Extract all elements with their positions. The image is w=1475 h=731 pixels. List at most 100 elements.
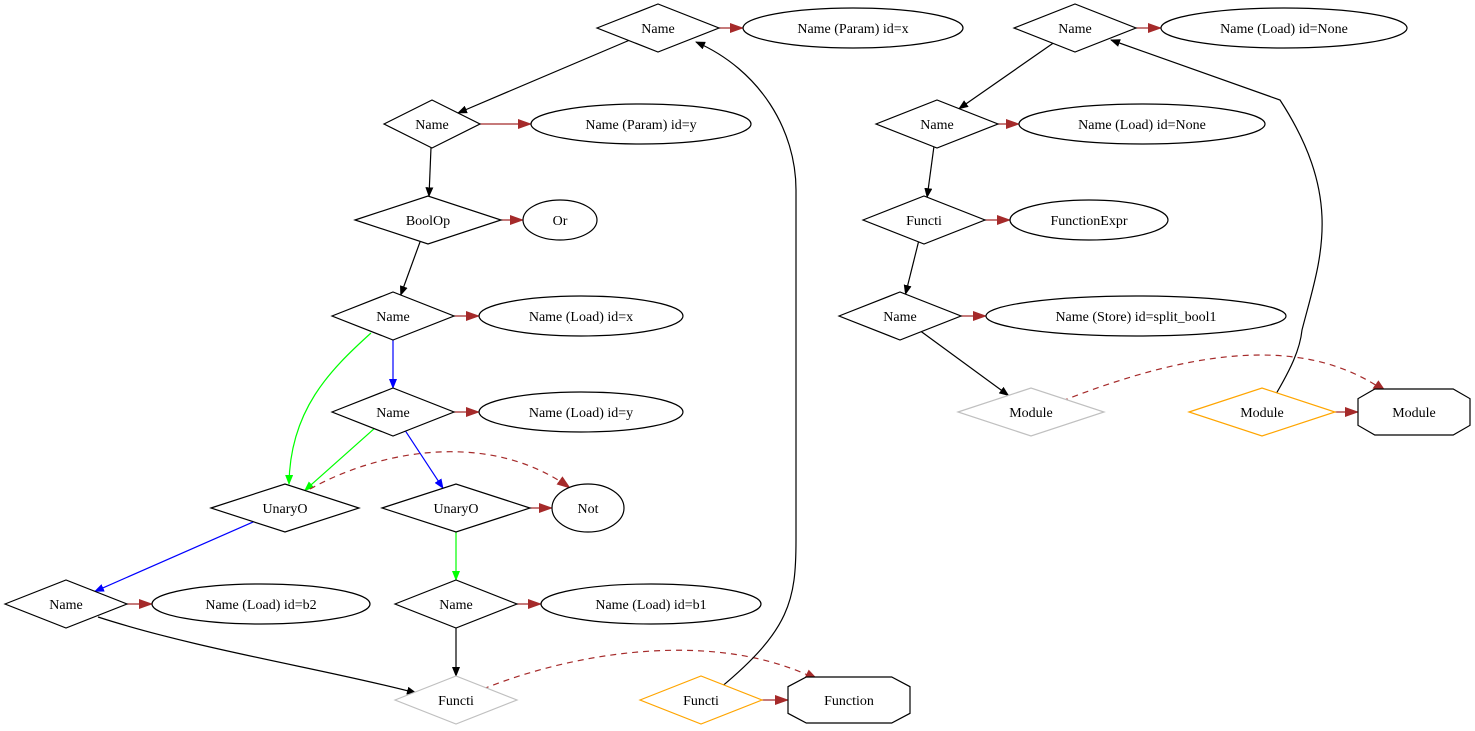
- diamond-shape: [861, 195, 987, 245]
- diamond-shape: [1012, 3, 1138, 53]
- node-a_name6[interactable]: Name (Load) id=b1: [540, 583, 762, 625]
- diamond-shape: [209, 483, 361, 533]
- diamond-shape: [353, 195, 503, 245]
- edge-attr-dashed-n_func_ghost-to-a_function: [482, 649, 819, 690]
- node-r_name2[interactable]: Name: [874, 99, 1000, 149]
- node-r_mod_ghost[interactable]: Module: [956, 387, 1106, 437]
- octagon-shape: [1357, 388, 1471, 436]
- node-label: Not: [578, 502, 599, 517]
- node-label: Name: [49, 598, 82, 613]
- node-n_name2[interactable]: Name: [382, 99, 482, 149]
- edge-tree-r_mod_hl-to-r_name1: [1110, 39, 1323, 395]
- node-a_not[interactable]: Not: [551, 483, 625, 533]
- node-label: Module: [1392, 406, 1436, 421]
- node-a_name5[interactable]: Name (Load) id=b2: [151, 583, 371, 625]
- node-r_func[interactable]: Functi: [861, 195, 987, 245]
- ellipse-shape: [1009, 199, 1169, 241]
- node-label: Functi: [906, 214, 942, 229]
- node-ra_name1[interactable]: Name (Load) id=None: [1160, 7, 1408, 49]
- edge-false-n_name4-to-n_unary_r: [404, 430, 444, 490]
- edge-attr-dashed-n_unary_l-to-a_not: [309, 451, 571, 490]
- node-label: Or: [553, 214, 568, 229]
- node-ra_func[interactable]: FunctionExpr: [1009, 199, 1169, 241]
- ellipse-shape: [551, 483, 625, 533]
- node-label: Name: [1058, 22, 1091, 37]
- octagon-shape: [787, 676, 911, 724]
- diamond-shape: [638, 675, 764, 725]
- node-n_name3[interactable]: Name: [330, 291, 456, 341]
- edge-tree-n_boolop-to-n_name3: [400, 241, 421, 296]
- node-label: Functi: [683, 694, 719, 709]
- ellipse-shape: [1160, 7, 1408, 49]
- ellipse-shape: [522, 199, 598, 241]
- node-r_mod_hl[interactable]: Module: [1187, 387, 1337, 437]
- node-label: Name (Param) id=y: [585, 118, 696, 133]
- edge-true-n_name3-to-n_unary_l: [285, 332, 372, 485]
- node-label: Name (Load) id=y: [529, 406, 633, 421]
- diamond-shape: [595, 3, 721, 53]
- node-label: Functi: [438, 694, 474, 709]
- node-label: FunctionExpr: [1051, 214, 1128, 229]
- node-a_name4[interactable]: Name (Load) id=y: [478, 391, 684, 433]
- node-n_name5[interactable]: Name: [3, 579, 129, 629]
- node-ra_name3[interactable]: Name (Store) id=split_bool1: [985, 295, 1287, 337]
- node-label: Name: [415, 118, 448, 133]
- node-label: BoolOp: [406, 214, 450, 229]
- edge-tree-n_name2-to-n_boolop: [425, 147, 434, 198]
- diamond-shape: [330, 291, 456, 341]
- node-n_name6[interactable]: Name: [393, 579, 519, 629]
- node-n_name1[interactable]: Name: [595, 3, 721, 53]
- diamond-shape: [393, 675, 519, 725]
- edge-tree-r_name3-to-r_mod_ghost: [920, 331, 1010, 396]
- node-label: Name (Load) id=b1: [595, 598, 706, 613]
- edge-tree-n_name5-to-n_func_ghost: [97, 616, 417, 695]
- node-label: Name: [376, 406, 409, 421]
- edge-true-n_name4-to-n_unary_l: [304, 428, 375, 492]
- ellipse-shape: [530, 103, 752, 145]
- diamond-shape: [380, 483, 532, 533]
- node-ra_name2[interactable]: Name (Load) id=None: [1018, 103, 1266, 145]
- node-label: Module: [1240, 406, 1284, 421]
- edge-false-n_unary_l-to-n_name5: [93, 521, 254, 592]
- node-ra_module[interactable]: Module: [1357, 388, 1471, 436]
- node-n_func_ghost[interactable]: Functi: [393, 675, 519, 725]
- node-label: Name: [883, 310, 916, 325]
- ellipse-shape: [478, 295, 684, 337]
- ellipse-shape: [478, 391, 684, 433]
- ellipse-shape: [540, 583, 762, 625]
- node-a_name1[interactable]: Name (Param) id=x: [742, 7, 964, 49]
- node-label: Function: [824, 694, 874, 709]
- node-label: Name: [920, 118, 953, 133]
- ellipse-shape: [151, 583, 371, 625]
- node-a_name3[interactable]: Name (Load) id=x: [478, 295, 684, 337]
- diamond-shape: [393, 579, 519, 629]
- node-n_name4[interactable]: Name: [330, 387, 456, 437]
- diamond-shape: [874, 99, 1000, 149]
- node-n_unary_r[interactable]: UnaryO: [380, 483, 532, 533]
- node-n_func_hl[interactable]: Functi: [638, 675, 764, 725]
- edge-tree-n_func_hl-to-n_name1: [695, 41, 797, 689]
- node-a_boolop[interactable]: Or: [522, 199, 598, 241]
- diamond-shape: [330, 387, 456, 437]
- node-a_function[interactable]: Function: [787, 676, 911, 724]
- node-label: Name: [439, 598, 472, 613]
- node-label: UnaryO: [262, 502, 307, 517]
- node-label: Name: [376, 310, 409, 325]
- node-label: Name (Param) id=x: [797, 22, 908, 37]
- node-n_boolop[interactable]: BoolOp: [353, 195, 503, 245]
- node-r_name3[interactable]: Name: [837, 291, 963, 341]
- node-label: Name (Load) id=b2: [205, 598, 316, 613]
- node-r_name1[interactable]: Name: [1012, 3, 1138, 53]
- node-label: Name (Store) id=split_bool1: [1055, 310, 1216, 325]
- node-label: Module: [1009, 406, 1053, 421]
- node-n_unary_l[interactable]: UnaryO: [209, 483, 361, 533]
- edge-tree-n_name1-to-n_name2: [457, 39, 629, 114]
- edge-attr-dashed-r_mod_ghost-to-ra_module: [1061, 354, 1387, 402]
- diamond-shape: [3, 579, 129, 629]
- node-label: Name: [641, 22, 674, 37]
- diamond-shape: [956, 387, 1106, 437]
- diamond-shape: [837, 291, 963, 341]
- node-a_name2[interactable]: Name (Param) id=y: [530, 103, 752, 145]
